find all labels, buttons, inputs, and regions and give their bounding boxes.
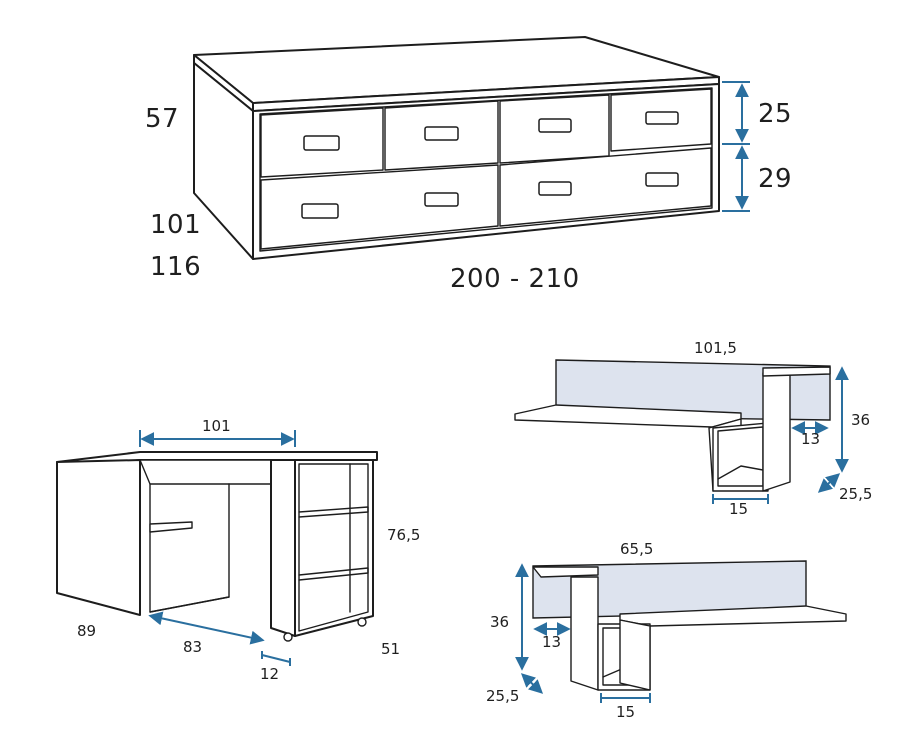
desk-top-width-label: 101: [202, 417, 231, 435]
handle-icon: [538, 181, 572, 196]
shelf-upper-length-label: 101,5: [694, 339, 737, 357]
desk-right-module-inner: [298, 463, 369, 632]
shelf-lower-cubby-label: 15: [616, 703, 635, 721]
drawer-bottom-1: [260, 164, 499, 250]
caster-icon: [283, 632, 293, 642]
shelf-lower-cubby-side: [619, 619, 651, 691]
drawer-handles: [301, 111, 679, 219]
drawer-bottom-2: [499, 147, 712, 227]
shelf-lower-height-label: 36: [490, 613, 509, 631]
handle-icon: [303, 135, 340, 151]
shelf-upper-cubby-inner: [717, 426, 764, 487]
caster-icon: [357, 617, 367, 627]
desk-caster-label: 12: [260, 665, 279, 683]
shelf-upper-cubby-label: 15: [729, 500, 748, 518]
handle-icon: [645, 172, 679, 187]
desk-inner-floor: [149, 596, 230, 613]
desk-height-label: 76,5: [387, 526, 420, 544]
handle-icon: [301, 203, 339, 219]
bottom-drawer-height-label: 29: [758, 164, 792, 194]
wall-shelf-lower: 65,5 36 13 25,5 15: [486, 540, 847, 721]
desk-module-depth-label: 51: [381, 640, 400, 658]
wall-shelf-upper: 101,5 36 13 25,5 15: [514, 339, 872, 518]
shelf-upper-depth-label: 25,5: [839, 485, 872, 503]
desk-inner-lines: [149, 483, 230, 613]
shelf-lower-tower-cap: [532, 566, 599, 578]
bed-depth-label: 57: [145, 104, 179, 134]
bed-width-label-b: 116: [150, 252, 201, 282]
handle-icon: [645, 111, 679, 125]
shelf-upper-back-panel: [555, 359, 831, 421]
dim-arrow-desk-depth: [148, 611, 265, 645]
shelf-upper-cubby-bottom: [717, 465, 764, 480]
desk-right-module-shelf-1: [298, 506, 369, 518]
dim-arrow-caster: [261, 654, 291, 663]
desk-small-shelf: [149, 521, 193, 533]
desk-side-depth-label: 89: [77, 622, 96, 640]
shelf-upper-height-label: 36: [851, 411, 870, 429]
shelf-upper-tower: [762, 372, 791, 492]
handle-icon: [424, 192, 459, 207]
shelf-lower-inner-width-label: 13: [542, 633, 561, 651]
handle-icon: [424, 126, 459, 141]
bed-drawer-unit: 57 101 116 200 - 210 25 29: [145, 36, 792, 294]
top-drawer-height-label: 25: [758, 99, 792, 129]
bed-width-label-a: 101: [150, 210, 201, 240]
handle-icon: [538, 118, 572, 133]
dim-arrow-shelf-upper-depth: [817, 473, 841, 493]
dim-arrow-shelf-lower-depth: [520, 673, 544, 694]
shelf-lower-length-label: 65,5: [620, 540, 653, 558]
bed-length-label: 200 - 210: [450, 264, 580, 294]
desk-inner-depth-label: 83: [183, 638, 202, 656]
desk-right-module-shelf-2: [298, 567, 369, 581]
shelf-lower-depth-label: 25,5: [486, 687, 519, 705]
desk-right-module-front: [270, 459, 296, 637]
shelf-lower-tower: [570, 576, 599, 691]
shelf-upper-tower-cap: [762, 366, 831, 377]
shelf-upper-inner-width-label: 13: [801, 430, 820, 448]
desk-left-panel: [56, 459, 141, 616]
desk-unit: 101 76,5 89 83 12 51: [56, 417, 420, 683]
